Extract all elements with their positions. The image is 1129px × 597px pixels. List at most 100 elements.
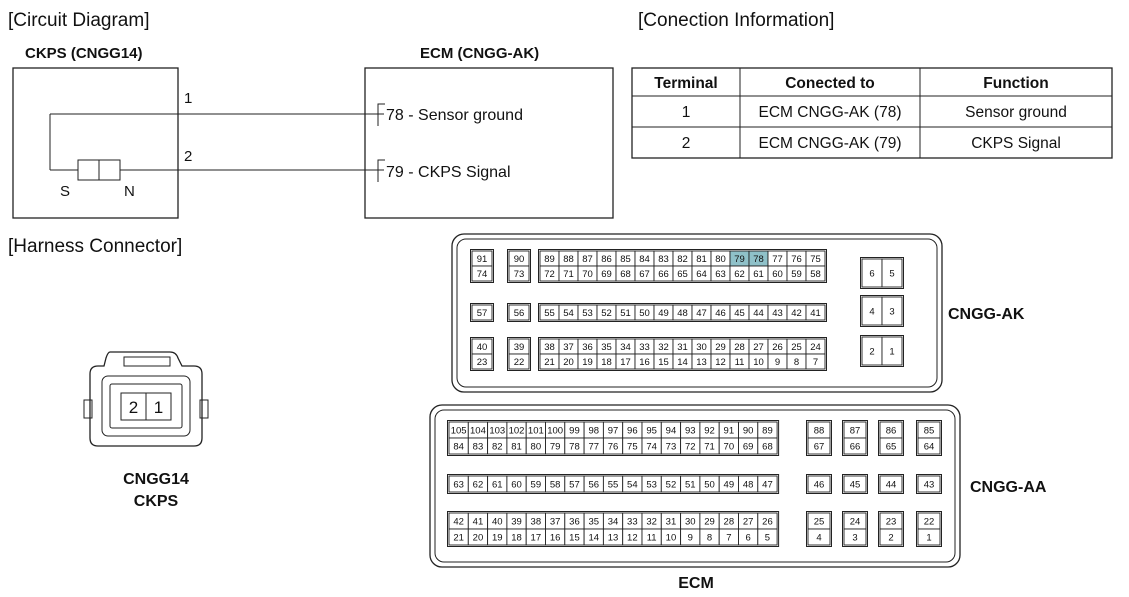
- aa-pin: 53: [646, 479, 657, 490]
- ecm-pin-78-label: 78 - Sensor ground: [386, 107, 523, 124]
- aa-pin: 51: [685, 479, 696, 490]
- harness-pin-1: 1: [154, 398, 163, 417]
- aa-pin: 75: [627, 441, 638, 452]
- ak-pin: 38: [544, 342, 555, 353]
- aa-pin: 38: [531, 516, 542, 527]
- table-cell-r1-c0: 2: [682, 135, 691, 152]
- ak-pin: 82: [677, 254, 688, 265]
- ecm-label: ECM: [678, 575, 714, 592]
- aa-pin: 100: [547, 425, 563, 436]
- ak-pin: 87: [582, 254, 593, 265]
- aa-pin: 101: [528, 425, 544, 436]
- aa-pin: 44: [886, 479, 897, 490]
- aa-pin: 88: [814, 425, 825, 436]
- ak-pin: 55: [544, 308, 555, 319]
- ak-pin: 9: [775, 357, 780, 368]
- ecm-title: ECM (CNGG-AK): [420, 45, 539, 62]
- ak-pin: 84: [639, 254, 650, 265]
- aa-pin: 24: [850, 516, 861, 527]
- aa-pin: 22: [924, 516, 935, 527]
- ak-pin: 59: [791, 269, 802, 280]
- ak-pin: 5: [889, 268, 894, 279]
- aa-pin: 20: [473, 532, 484, 543]
- aa-pin: 83: [473, 441, 484, 452]
- ak-pin: 41: [810, 308, 821, 319]
- ak-pin: 45: [734, 308, 745, 319]
- aa-pin: 55: [608, 479, 619, 490]
- aa-pin: 90: [743, 425, 754, 436]
- aa-pin: 27: [743, 516, 754, 527]
- ak-pin: 15: [658, 357, 669, 368]
- circuit-diagram-heading: [Circuit Diagram]: [8, 10, 149, 31]
- aa-pin: 36: [569, 516, 580, 527]
- ak-pin: 31: [677, 342, 688, 353]
- aa-pin: 64: [924, 441, 935, 452]
- aa-pin: 45: [850, 479, 861, 490]
- ak-pin: 36: [582, 342, 593, 353]
- aa-pin: 7: [726, 532, 731, 543]
- ak-pin: 62: [734, 269, 745, 280]
- aa-pin: 62: [473, 479, 484, 490]
- aa-pin: 12: [627, 532, 638, 543]
- wire-1-label: 1: [184, 90, 192, 107]
- ak-pin: 33: [639, 342, 650, 353]
- table-cell-r1-c1: ECM CNGG-AK (79): [759, 135, 902, 152]
- aa-pin: 58: [550, 479, 561, 490]
- connection-info-heading: [Conection Information]: [638, 10, 834, 31]
- ak-pin: 89: [544, 254, 555, 265]
- ak-pin: 6: [869, 268, 874, 279]
- ak-pin: 74: [477, 269, 488, 280]
- aa-pin: 30: [685, 516, 696, 527]
- ak-pin: 3: [889, 306, 894, 317]
- table-header-0: Terminal: [654, 75, 717, 92]
- aa-pin: 94: [666, 425, 677, 436]
- ak-pin: 24: [810, 342, 821, 353]
- ckps-harness-connector: 2 1 CNGG14 CKPS: [83, 351, 209, 510]
- aa-pin: 5: [765, 532, 770, 543]
- ak-pin: 4: [869, 306, 874, 317]
- ak-pin: 30: [696, 342, 707, 353]
- ak-pin: 63: [715, 269, 726, 280]
- harness-name-line1: CNGG14: [123, 471, 189, 488]
- aa-pin: 105: [451, 425, 467, 436]
- aa-pin: 29: [704, 516, 715, 527]
- aa-pin: 65: [886, 441, 897, 452]
- ak-pin: 79: [734, 254, 745, 265]
- aa-pin: 9: [688, 532, 693, 543]
- ak-pin: 35: [601, 342, 612, 353]
- ak-pin: 39: [514, 342, 525, 353]
- aa-pin: 2: [888, 532, 893, 543]
- table-cell-r0-c0: 1: [682, 104, 691, 121]
- aa-pin: 84: [453, 441, 464, 452]
- ak-pin: 67: [639, 269, 650, 280]
- ak-pin: 70: [582, 269, 593, 280]
- ak-pin: 40: [477, 342, 488, 353]
- ak-pin: 29: [715, 342, 726, 353]
- table-cell-r0-c2: Sensor ground: [965, 104, 1067, 121]
- ak-pin: 88: [563, 254, 574, 265]
- harness-name-line2: CKPS: [134, 493, 179, 510]
- ak-pin: 37: [563, 342, 574, 353]
- ak-pin: 69: [601, 269, 612, 280]
- aa-pin: 82: [492, 441, 503, 452]
- table-cell-r1-c2: CKPS Signal: [971, 135, 1061, 152]
- pole-n-label: N: [124, 183, 135, 200]
- aa-pin: 87: [850, 425, 861, 436]
- ak-pin: 75: [810, 254, 821, 265]
- aa-pin: 6: [746, 532, 751, 543]
- ak-pin: 16: [639, 357, 650, 368]
- aa-pin: 33: [627, 516, 638, 527]
- aa-pin: 67: [814, 441, 825, 452]
- aa-pin: 39: [511, 516, 522, 527]
- aa-pin: 3: [852, 532, 857, 543]
- aa-pin: 18: [511, 532, 522, 543]
- harness-connector-heading: [Harness Connector]: [8, 236, 182, 257]
- ak-pin: 20: [563, 357, 574, 368]
- table-cell-r0-c1: ECM CNGG-AK (78): [759, 104, 902, 121]
- aa-pin: 86: [886, 425, 897, 436]
- ak-pin: 80: [715, 254, 726, 265]
- ak-pin: 34: [620, 342, 631, 353]
- ak-pin: 90: [514, 254, 525, 265]
